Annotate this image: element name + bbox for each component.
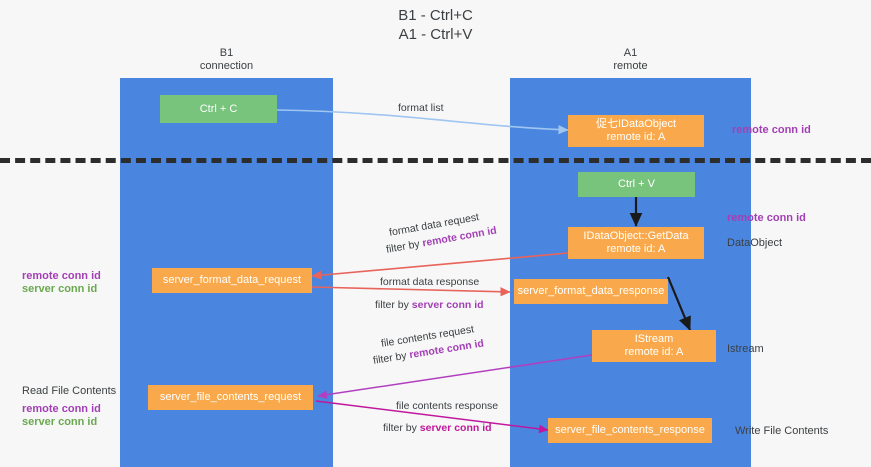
edge-label-file-contents-response-filter: filter by server conn id (383, 421, 492, 436)
label-left-remote-conn-id-bottom: remote conn id (22, 403, 101, 415)
label-read-file-contents: Read File Contents (22, 385, 117, 397)
edge-label-format-data-response: format data response (380, 276, 480, 288)
label-remote-conn-id-top: remote conn id (732, 124, 811, 136)
label-left-server-conn-id-bottom: server conn id (22, 416, 98, 428)
box-istream[interactable]: IStream remote id: A (592, 330, 716, 362)
label-remote-conn-id-mid: remote conn id (727, 212, 806, 224)
filter-prefix: filter by (372, 349, 411, 367)
label-left-remote-conn-id-mid: remote conn id (22, 270, 101, 282)
phase-divider (0, 158, 871, 163)
edge-label-file-contents-request-filter-group: filter by remote conn id (372, 337, 485, 369)
edge-label-format-data-request-filter-group: filter by remote conn id (385, 225, 497, 258)
edge-label-file-contents-response: file contents response (396, 400, 499, 412)
label-istream: Istream (727, 343, 764, 355)
box-idataobject[interactable]: 促七IDataObject remote id: A (568, 115, 704, 147)
filter-prefix: filter by (375, 299, 412, 311)
filter-value-server-conn-id: server conn id (419, 422, 492, 434)
label-left-server-conn-id-mid: server conn id (22, 283, 98, 295)
box-idataobject-getdata[interactable]: IDataObject::GetData remote id: A (568, 227, 704, 259)
box-server-file-contents-request[interactable]: server_file_contents_request (148, 385, 313, 410)
box-server-format-data-response[interactable]: server_format_data_response (514, 279, 668, 304)
filter-value-server-conn-id: server conn id (411, 299, 484, 311)
box-server-format-data-request[interactable]: server_format_data_request (152, 268, 312, 293)
box-server-file-contents-response[interactable]: server_file_contents_response (548, 418, 712, 443)
column-header-b1: B1 connection (199, 47, 254, 72)
edge-label-format-data-response-filter: filter by server conn id (375, 298, 484, 313)
page-title: B1 - Ctrl+C A1 - Ctrl+V (398, 7, 473, 43)
box-ctrl-v[interactable]: Ctrl + V (578, 172, 695, 197)
label-dataobject: DataObject (727, 237, 783, 249)
box-ctrl-c[interactable]: Ctrl + C (160, 95, 277, 123)
filter-prefix: filter by (383, 422, 420, 434)
label-write-file-contents: Write File Contents (735, 425, 829, 437)
edge-label-format-list: format list (398, 102, 444, 114)
column-header-a1: A1 remote (613, 47, 648, 72)
